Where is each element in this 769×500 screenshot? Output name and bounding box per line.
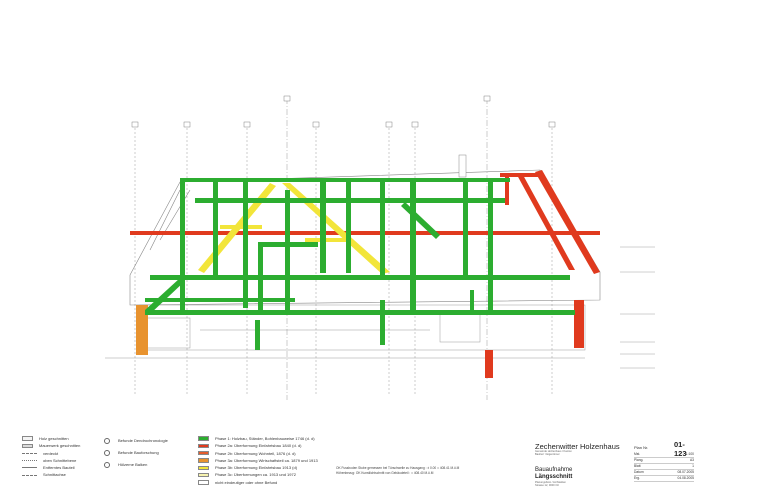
legend-label: Schnittachse xyxy=(43,472,66,478)
legend-materials: Holz geschnitten Mauerwerk geschnitten v… xyxy=(22,435,80,479)
legend-label: Befunde Dendrochronologie xyxy=(118,438,168,443)
phase2-post-lower xyxy=(485,350,493,378)
phase-label: Phase 3c: Überformungen ca. 1913 und 197… xyxy=(215,472,296,478)
line-sample xyxy=(22,474,37,476)
firm-info: Planungsbüro / Architekten Strasse 12, 0… xyxy=(535,481,635,487)
plan-number: 01- 123 xyxy=(674,440,687,458)
legend-label: Entferntes Bauteil xyxy=(43,465,75,471)
firm-line: Strasse 12, 0000 Ort xyxy=(535,484,559,488)
phase-label: Phase 1: Holzbau, Ständer, Bohlenbauweis… xyxy=(215,436,315,441)
plan-label: Plan Nr. xyxy=(634,445,649,450)
doc-title: Längsschnitt xyxy=(535,473,573,480)
document-title: Bauaufnahme Längsschnitt xyxy=(535,467,572,480)
subtitle-line: Gemeinde Holzenhaus / Kanton xyxy=(535,450,572,453)
line-sample xyxy=(22,452,37,454)
phase3a-post xyxy=(136,305,148,355)
phase-swatch xyxy=(198,480,209,485)
phase-swatch xyxy=(198,450,209,456)
phase2-beams xyxy=(130,170,600,274)
meta-value: 08.07.2005 xyxy=(677,470,694,474)
legend-label: oben Schnittebene xyxy=(43,457,77,463)
legend-label: Mauerwerk geschnitten xyxy=(39,443,81,449)
project-subtitle: Gemeinde Holzenhaus / Kanton Bauherr / E… xyxy=(535,450,627,456)
plan-meta: Mst. 1:100 Plang. A3 Blatt 1 Datum 08.07.200… xyxy=(634,452,694,482)
phase-swatch xyxy=(198,472,209,478)
line-sample xyxy=(22,460,37,462)
phase-swatch xyxy=(198,458,209,463)
project-name: Zechenwitter Holzenhaus xyxy=(535,442,620,451)
doc-type: Bauaufnahme xyxy=(535,467,573,473)
swatch xyxy=(22,436,33,441)
phase3b-beams xyxy=(198,183,390,274)
meta-value: 1 xyxy=(692,464,694,468)
elevation-notes: OK Fussboden Stube gemessen bei Türschwe… xyxy=(336,466,459,476)
phase-swatch xyxy=(198,465,209,471)
phase-swatch xyxy=(198,443,209,449)
legend-label: Befunde Bauforschung xyxy=(118,450,159,455)
meta-value: A3 xyxy=(689,458,694,462)
phase-label: Phase 3b: Überformung Einfahrtsbau 1913 … xyxy=(215,465,298,471)
legend-label: Holz geschnitten xyxy=(39,436,69,441)
legend-label: Hölzerne Balken xyxy=(118,462,148,467)
meta-row: Datum 08.07.2005 xyxy=(634,470,694,476)
chimney xyxy=(458,154,467,178)
beam-symbol-icon xyxy=(104,462,110,468)
meta-key: Erg. xyxy=(634,476,641,480)
legend-label: verdeckt xyxy=(43,450,59,456)
phase-label: Phase 2a: Überformung Einfahrtsbau 1840 … xyxy=(215,443,302,449)
meta-row: Blatt 1 xyxy=(634,464,694,470)
phase-swatch xyxy=(198,436,209,441)
legend-phases: Phase 1: Holzbau, Ständer, Bohlenbauweis… xyxy=(198,435,318,486)
meta-row: Plang. A3 xyxy=(634,458,694,464)
meta-value: 1:100 xyxy=(685,452,694,456)
line-sample xyxy=(22,467,37,469)
meta-key: Mst. xyxy=(634,452,641,456)
phase1-structure xyxy=(145,178,575,350)
subtitle-line: Bauherr / Eigentümer xyxy=(535,453,560,457)
meta-row: Mst. 1:100 xyxy=(634,452,694,458)
axis-tags xyxy=(131,95,556,128)
firm-line: Planungsbüro / Architekten xyxy=(535,481,567,484)
phase2-post-right xyxy=(574,300,584,348)
swatch xyxy=(22,443,33,449)
legend-findings: Befunde Dendrochronologie Befunde Baufor… xyxy=(104,435,168,471)
title-block: Zechenwitter Holzenhaus Gemeinde Holzenh… xyxy=(533,440,697,487)
level-markers xyxy=(620,246,655,369)
meta-key: Datum xyxy=(634,470,644,474)
phase-label: Phase 2b: Überformung Wohnteil, 1876 (d.… xyxy=(215,450,296,456)
note-line: OK Fussboden Stube gemessen bei Türschwe… xyxy=(336,466,460,470)
meta-key: Blatt xyxy=(634,464,641,468)
meta-value: 04.08.2005 xyxy=(677,476,694,480)
meta-key: Plang. xyxy=(634,458,644,462)
phase-label: nicht eindeutiger oder ohne Befund xyxy=(215,479,278,485)
dendro-symbol-icon xyxy=(104,438,110,444)
meta-row: Erg. 04.08.2005 xyxy=(634,476,694,482)
phase-label: Phase 3a: Überformung Wirtschaftsteil ca… xyxy=(215,457,318,463)
research-symbol-icon xyxy=(104,450,110,456)
note-line: Höhenbezug: OK Kunstlichtschnitt von Geb… xyxy=(336,470,434,475)
